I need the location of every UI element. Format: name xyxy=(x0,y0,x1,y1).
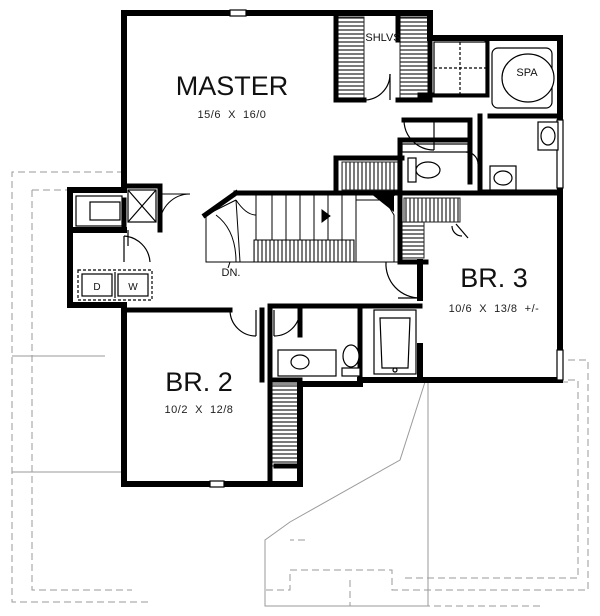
spa-label: SPA xyxy=(516,67,538,79)
stairs xyxy=(205,193,400,269)
closet-shelving xyxy=(271,16,461,467)
room-dimensions-br3: 10/6 X 13/8 +/- xyxy=(449,303,540,315)
room-dimensions-master: 15/6 X 16/0 xyxy=(198,109,267,121)
room-name-br2: BR. 2 xyxy=(165,367,233,397)
hall-bath-fixtures xyxy=(277,309,417,377)
stair-newel xyxy=(370,193,394,212)
dryer-label: D xyxy=(93,282,100,293)
washer-label: W xyxy=(128,282,138,293)
room-dimensions-br2: 10/2 X 12/8 xyxy=(165,404,234,416)
room-name-master: MASTER xyxy=(176,71,289,101)
master-bath-fixtures xyxy=(401,41,559,191)
stairs-down-label: DN. xyxy=(222,267,241,279)
shelves-label: SHLVS xyxy=(365,32,400,44)
room-name-br3: BR. 3 xyxy=(460,263,528,293)
laundry-fixtures xyxy=(75,189,157,301)
windows xyxy=(209,9,564,488)
